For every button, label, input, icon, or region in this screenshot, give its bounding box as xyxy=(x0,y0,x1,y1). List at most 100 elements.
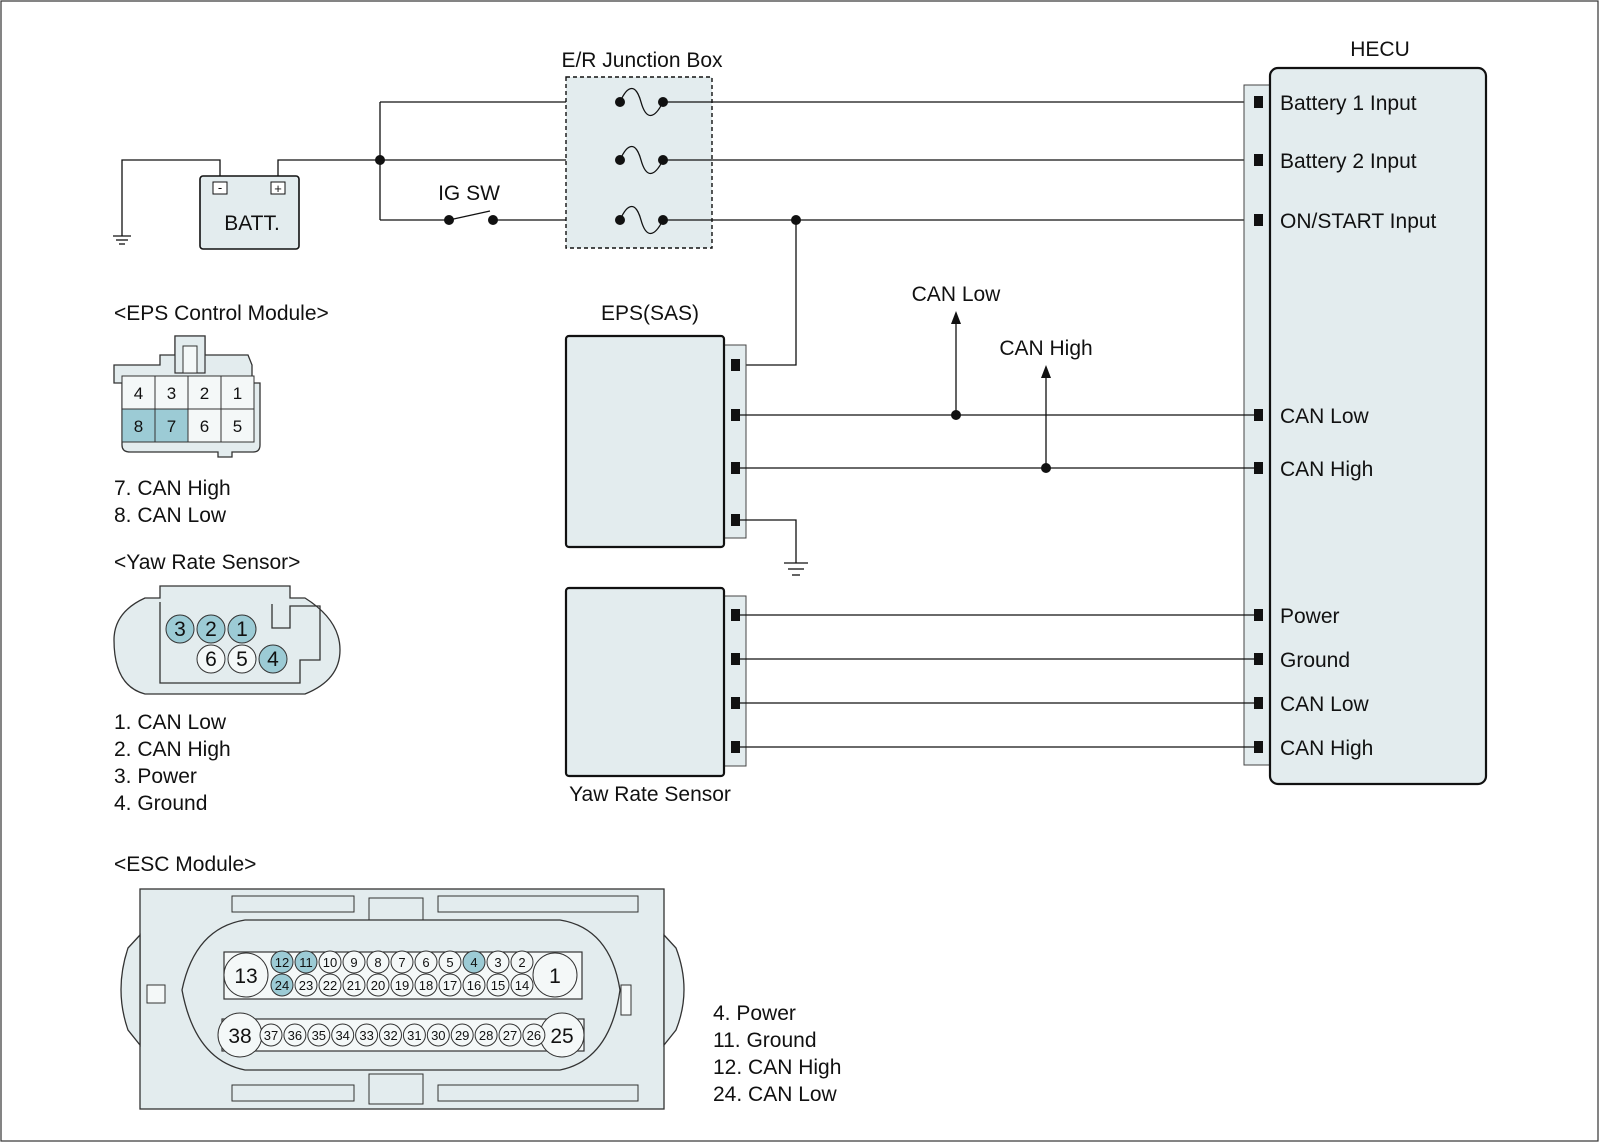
ig-switch: IG SW xyxy=(438,182,620,225)
hecu-title: HECU xyxy=(1350,38,1410,61)
esc-pin-label: 18 xyxy=(419,978,433,993)
esc-pin-label: 29 xyxy=(455,1028,469,1043)
esc-pin-label: 12 xyxy=(275,955,289,970)
can-low-arrow: CAN Low xyxy=(912,283,1002,420)
eps-pin-2 xyxy=(187,375,222,410)
esc-pin-9 xyxy=(342,950,366,974)
yaw-pin-4 xyxy=(258,644,288,674)
esc-pin-32 xyxy=(379,1023,402,1047)
esc-pin-label: 23 xyxy=(299,978,313,993)
junction-box: E/R Junction Box xyxy=(561,49,723,249)
esc-pin-label: 14 xyxy=(515,978,529,993)
esc-pin-label: 24 xyxy=(275,978,289,993)
yaw-legend-4: 4. Ground xyxy=(114,792,207,815)
esc-pin-24 xyxy=(270,973,294,997)
esc-legend-1: 4. Power xyxy=(713,1002,796,1025)
yaw-pin-label: 5 xyxy=(236,648,248,671)
esc-pin-18 xyxy=(414,973,438,997)
eps-pin-4 xyxy=(121,375,156,410)
battery-minus-sign: - xyxy=(218,180,222,195)
esc-pin-label: 10 xyxy=(323,955,337,970)
battery-label: BATT. xyxy=(224,212,280,235)
esc-pin-3 xyxy=(486,950,510,974)
esc-pin-label: 26 xyxy=(527,1028,541,1043)
esc-pin-2 xyxy=(510,950,534,974)
eps-legend-1: 7. CAN High xyxy=(114,477,231,500)
esc-pin-label: 9 xyxy=(350,955,357,970)
esc-pin-22 xyxy=(318,973,342,997)
esc-pin-11 xyxy=(294,950,318,974)
eps-pin-label: 7 xyxy=(167,417,176,436)
esc-pin-34 xyxy=(331,1023,355,1047)
esc-pin-30 xyxy=(426,1023,450,1047)
esc-pin-26 xyxy=(522,1023,546,1047)
ground-symbol xyxy=(784,562,808,576)
esc-pin-label: 2 xyxy=(518,955,525,970)
esc-pin-37 xyxy=(259,1023,283,1047)
esc-pin-label: 13 xyxy=(234,965,257,988)
esc-pin-31 xyxy=(402,1023,426,1047)
esc-pin-label: 7 xyxy=(398,955,405,970)
esc-pin-13 xyxy=(223,952,269,998)
junction-box-label: E/R Junction Box xyxy=(561,49,723,72)
esc-pin-label: 32 xyxy=(383,1028,397,1043)
yaw-rate-sensor-module: Yaw Rate Sensor xyxy=(564,586,747,806)
eps-body xyxy=(564,334,726,549)
can-low-arrow-label: CAN Low xyxy=(912,283,1002,306)
esc-pin-label: 5 xyxy=(446,955,453,970)
esc-pin-label: 27 xyxy=(503,1028,517,1043)
eps-pin-6 xyxy=(187,408,222,443)
hecu-pin-can-low-yaw: CAN Low xyxy=(1280,693,1370,716)
esc-legend-3: 12. CAN High xyxy=(713,1056,841,1079)
yaw-pin-label: 1 xyxy=(236,618,248,641)
eps-legend-2: 8. CAN Low xyxy=(114,504,227,527)
esc-pin-21 xyxy=(342,973,366,997)
yaw-connector-title: <Yaw Rate Sensor> xyxy=(114,551,300,574)
esc-pin-8 xyxy=(366,950,390,974)
esc-pin-17 xyxy=(438,973,462,997)
ig-switch-label: IG SW xyxy=(438,182,500,205)
esc-pin-label: 33 xyxy=(359,1028,373,1043)
yaw-pin-label: 4 xyxy=(267,648,279,671)
esc-pin-7 xyxy=(390,950,414,974)
esc-pin-label: 34 xyxy=(335,1028,349,1043)
esc-pin-23 xyxy=(294,973,318,997)
yaw-pin-label: 2 xyxy=(205,618,217,641)
esc-pin-label: 38 xyxy=(228,1025,251,1048)
eps-pin-label: 1 xyxy=(233,384,242,403)
esc-pin-16 xyxy=(462,973,486,997)
yaw-module-label: Yaw Rate Sensor xyxy=(569,783,731,806)
esc-pin-12 xyxy=(270,950,294,974)
esc-pin-36 xyxy=(283,1023,307,1047)
esc-connector-title: <ESC Module> xyxy=(114,853,256,876)
esc-pin-4 xyxy=(462,950,486,974)
eps-connector-title: <EPS Control Module> xyxy=(114,302,329,325)
eps-pin-label: 3 xyxy=(167,384,176,403)
esc-pin-label: 8 xyxy=(374,955,381,970)
esc-pin-29 xyxy=(450,1023,474,1047)
battery: - + BATT. xyxy=(113,159,380,250)
yaw-pin-label: 6 xyxy=(205,648,217,671)
esc-pin-label: 15 xyxy=(491,978,505,993)
esc-pin-label: 35 xyxy=(312,1028,326,1043)
esc-legend-2: 11. Ground xyxy=(713,1029,817,1052)
esc-pin-label: 31 xyxy=(407,1028,421,1043)
hecu-pin-ground: Ground xyxy=(1280,649,1350,672)
splice-dot xyxy=(375,155,385,165)
yaw-connector xyxy=(721,595,747,767)
esc-legend-4: 24. CAN Low xyxy=(713,1083,838,1106)
esc-pin-label: 21 xyxy=(347,978,361,993)
yaw-pin-5 xyxy=(227,644,257,674)
esc-pin-label: 11 xyxy=(299,955,313,970)
esc-pin-1 xyxy=(532,952,578,998)
battery-plus-sign: + xyxy=(274,181,282,196)
esc-pin-label: 30 xyxy=(431,1028,445,1043)
esc-pin-label: 3 xyxy=(494,955,501,970)
esc-pin-label: 20 xyxy=(371,978,385,993)
esc-pin-6 xyxy=(414,950,438,974)
yaw-pin-6 xyxy=(196,644,226,674)
